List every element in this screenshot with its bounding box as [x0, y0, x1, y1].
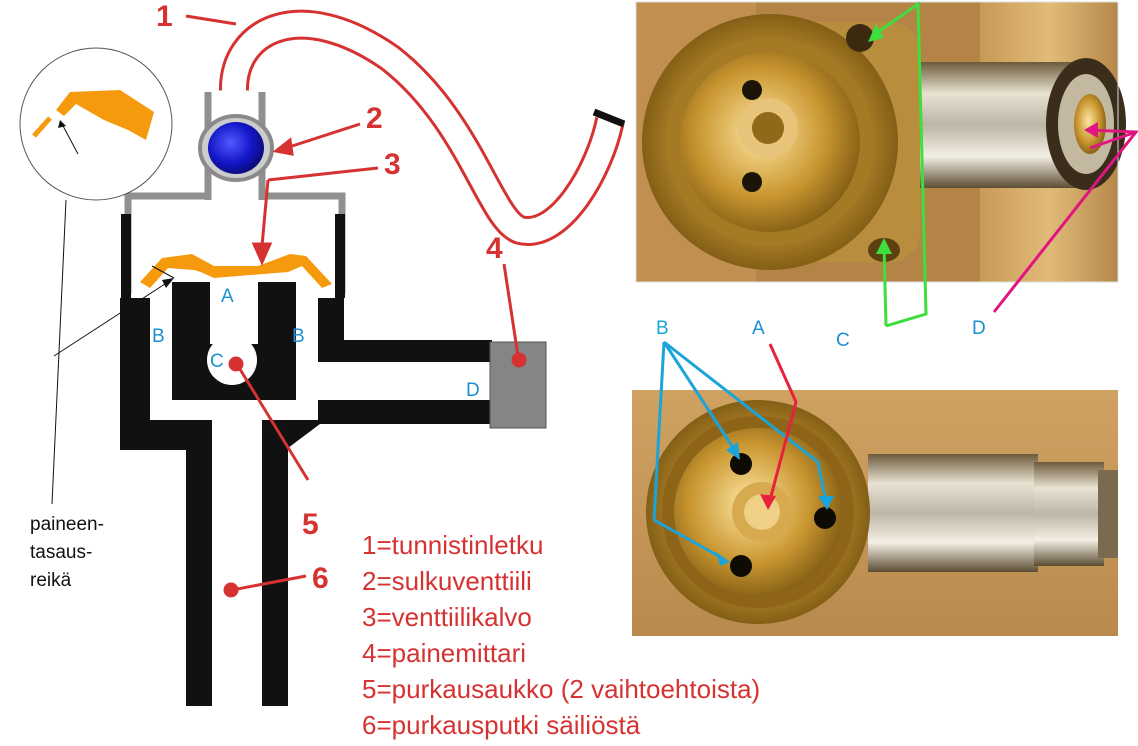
label-b-right: B	[292, 326, 305, 347]
label-b-left: B	[152, 326, 165, 347]
legend-line-3: 3=venttiilikalvo	[362, 602, 532, 632]
photo-bottom-fitting	[632, 390, 1118, 636]
callout-3: 3	[384, 148, 401, 181]
callout-6: 6	[312, 562, 329, 595]
side-note-line-3: reikä	[30, 570, 72, 591]
photo-label-b: B	[656, 318, 669, 339]
green-arrows-c	[877, 1, 928, 328]
callout-5: 5	[302, 508, 319, 541]
flow-passages	[150, 282, 492, 420]
valve-body	[120, 282, 492, 706]
legend-line-5: 5=purkausaukko (2 vaihtoehtoista)	[362, 674, 760, 704]
magnifier-inset	[19, 47, 175, 505]
red-arrow-a	[768, 343, 798, 501]
legend-line-1: 1=tunnistinletku	[362, 530, 543, 560]
callout-1: 1	[156, 0, 173, 33]
sensor-hose	[219, 9, 626, 246]
label-d: D	[466, 380, 480, 401]
callout-4: 4	[486, 232, 503, 265]
legend-line-4: 4=painemittari	[362, 638, 526, 668]
pink-arrow-d	[992, 128, 1138, 313]
callout-pointers	[185, 14, 527, 598]
hose-end-cap	[592, 108, 626, 128]
photo-top-fitting	[635, 1, 1126, 283]
photo-label-d: D	[972, 318, 986, 339]
side-note-line-1: paineen-	[30, 514, 104, 535]
photo-label-a: A	[752, 318, 765, 339]
shutoff-valve	[121, 90, 346, 298]
side-note-line-2: tasaus-	[30, 542, 92, 563]
cyan-arrows-b	[652, 340, 828, 560]
label-a: A	[221, 286, 234, 307]
legend-line-6: 6=purkausputki säiliöstä	[362, 710, 641, 740]
label-c: C	[210, 351, 224, 372]
photo-label-c: C	[836, 330, 850, 351]
valve-membrane	[140, 254, 332, 288]
legend-line-2: 2=sulkuventtiili	[362, 566, 532, 596]
callout-2: 2	[366, 102, 383, 135]
